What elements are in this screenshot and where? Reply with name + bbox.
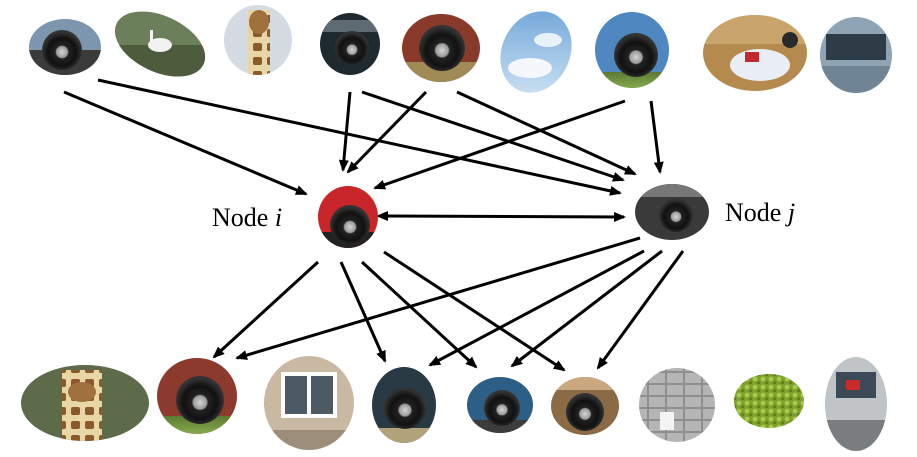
top-row-thumbnails [29,5,892,100]
edge-t5-to-node-j [456,90,637,176]
edge-t1-to-node-i [63,90,308,196]
bottom-row-thumbnails [21,356,887,451]
edge-node-j-to-b5 [510,249,663,368]
edge-t4-to-node-j [361,90,625,182]
edge-t4-to-node-i [338,91,352,172]
thumbnail-car-wheel [29,19,101,75]
thumbnail-motorcycle [703,15,807,91]
edge-t1-to-node-j [97,78,622,196]
node-j-label: Node j [725,198,795,227]
node-i: Node i [212,186,378,248]
edge-node-j-to-b2 [235,236,641,360]
thumbnail-car-wheel [320,13,380,75]
thumbnail-building-window [264,356,354,450]
node-j: Node j [635,184,795,240]
edge-node-j-to-b4 [428,249,645,367]
node-j-image [635,184,709,240]
thumbnail-car-window [820,17,892,93]
edge-t7-to-node-i [373,99,626,190]
node-i-image [318,186,378,248]
thumbnail-sky [495,5,580,100]
thumbnail-stone-wall [639,368,715,442]
thumbnail-car-wheel [372,367,436,443]
edge-node-j-to-b6 [596,250,685,370]
edge-t5-to-node-i [346,90,428,174]
thumbnail-bird [105,5,215,85]
edge-node-i-to-b2 [212,260,320,359]
edge-layer [63,78,685,372]
thumbnail-car-wheel [467,377,533,433]
edge-node-i-node-j [376,211,626,222]
thumbnail-car-wheel [402,14,480,82]
edge-t7-to-node-j [649,100,664,174]
thumbnail-giraffe [224,5,292,75]
thumbnail-car-wheel [551,377,619,435]
node-i-label: Node i [212,203,282,232]
thumbnail-car-wheel [595,12,669,88]
thumbnail-shrub [734,374,804,428]
thumbnail-car-rear [825,357,887,451]
edge-node-i-to-b4 [339,261,387,363]
thumbnail-giraffe [21,365,149,441]
thumbnail-car-wheel [157,358,237,434]
